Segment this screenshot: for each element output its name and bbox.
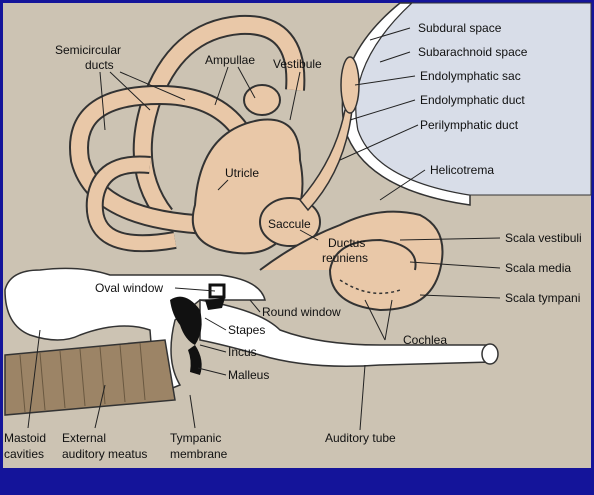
cochlea-shape	[259, 210, 444, 312]
semicircular-ducts-shape	[69, 14, 306, 253]
label-round-window: Round window	[262, 305, 341, 319]
label-utricle: Utricle	[225, 166, 259, 180]
label-tympanic-membrane-line1: Tympanic	[170, 431, 221, 445]
label-mastoid-cavities-line2: cavities	[4, 447, 44, 461]
leader-lines	[27, 27, 501, 431]
label-scala-vestibuli: Scala vestibuli	[505, 231, 582, 245]
label-ductus-reuniens-line2: reuniens	[322, 251, 368, 265]
label-helicotrema: Helicotrema	[430, 163, 494, 177]
label-auditory-tube: Auditory tube	[325, 431, 396, 445]
external-meatus-shape	[4, 339, 176, 416]
label-scala-media: Scala media	[505, 261, 571, 275]
label-cochlea: Cochlea	[403, 333, 447, 347]
label-external-auditory-meatus-line1: External	[62, 431, 106, 445]
middle-ear	[4, 267, 499, 397]
label-subdural-space: Subdural space	[418, 21, 502, 35]
labels: Subdural space Subarachnoid space Endoly…	[4, 21, 582, 461]
vestibule-body	[191, 56, 360, 255]
label-stapes: Stapes	[228, 323, 265, 337]
label-endolymphatic-duct: Endolymphatic duct	[420, 93, 525, 107]
label-perilymphatic-duct: Perilymphatic duct	[420, 118, 519, 132]
label-oval-window: Oval window	[95, 281, 163, 295]
saccule-shape	[259, 197, 321, 247]
label-ampullae: Ampullae	[205, 53, 255, 67]
label-endolymphatic-sac: Endolymphatic sac	[420, 69, 521, 83]
ampulla-shape	[243, 84, 281, 116]
label-external-auditory-meatus-line2: auditory meatus	[62, 447, 147, 461]
label-vestibule: Vestibule	[273, 57, 322, 71]
label-mastoid-cavities-line1: Mastoid	[4, 431, 46, 445]
label-malleus: Malleus	[228, 368, 269, 382]
endolymphatic-sac-shape	[340, 56, 360, 114]
label-scala-tympani: Scala tympani	[505, 291, 580, 305]
label-saccule: Saccule	[268, 217, 311, 231]
label-ductus-reuniens-line1: Ductus	[328, 236, 365, 250]
label-semicircular-ducts-line1: Semicircular	[55, 43, 121, 57]
label-tympanic-membrane-line2: membrane	[170, 447, 228, 461]
label-semicircular-ducts-line2: ducts	[85, 58, 114, 72]
label-incus: Incus	[228, 345, 257, 359]
ossicles	[170, 283, 226, 375]
label-subarachnoid-space: Subarachnoid space	[418, 45, 528, 59]
